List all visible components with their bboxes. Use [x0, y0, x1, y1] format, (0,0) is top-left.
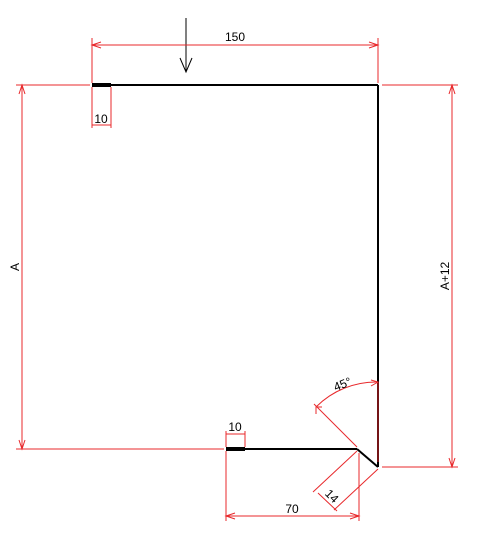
dimension-top-hem: 10 — [91, 87, 112, 128]
dimension-label-angle: 45° — [331, 374, 353, 394]
dimension-angle: 45° — [313, 374, 380, 462]
dimension-label-bottom-width: 70 — [285, 502, 299, 516]
dimension-label-top-width: 150 — [225, 30, 245, 44]
dimension-slant: 14 — [312, 450, 379, 512]
dimension-bottom-hem: 10 — [225, 420, 246, 447]
dimension-label-top-hem: 10 — [94, 112, 108, 126]
part-profile — [92, 83, 379, 468]
dimension-label-left-height: A — [8, 263, 22, 271]
dimension-top-width: 150 — [90, 30, 380, 83]
dimension-label-slant: 14 — [322, 486, 342, 506]
dimension-label-bottom-hem: 10 — [228, 420, 242, 434]
dimension-left-height: A — [8, 83, 224, 451]
dimension-right-height: A+12 — [382, 83, 458, 469]
dimension-bottom-width: 70 — [224, 451, 361, 521]
dimension-label-right-height: A+12 — [438, 261, 452, 290]
slanted-fold — [356, 448, 379, 468]
